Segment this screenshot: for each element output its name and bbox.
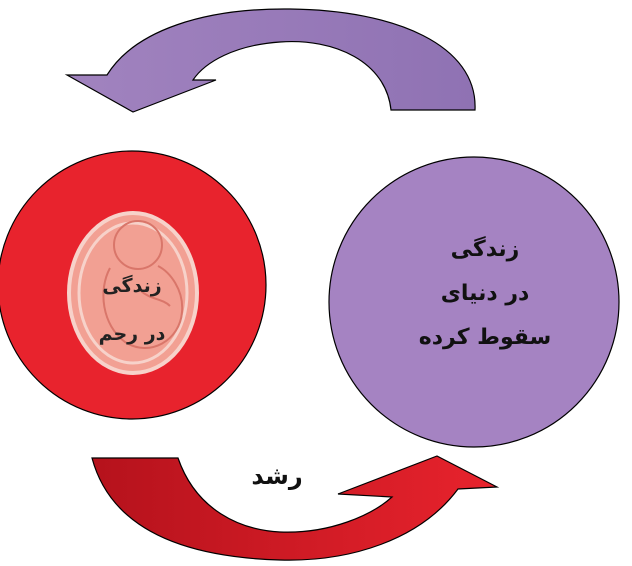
- left-line-2: در رحم: [98, 323, 166, 345]
- curved-arrow-right-icon: [91, 455, 500, 561]
- right-line-2: در دنیای: [440, 281, 530, 306]
- fallen-world-life-circle: [328, 156, 620, 448]
- embryo-icon: [67, 211, 199, 375]
- fallen-world-life-label: زندگی در دنیای سقوط کرده: [380, 228, 590, 360]
- left-line-1: زندگی: [102, 275, 162, 297]
- womb-life-label: زندگی در رحم: [72, 262, 192, 358]
- right-line-3: سقوط کرده: [418, 325, 552, 350]
- growth-label: رشد: [251, 462, 303, 490]
- right-line-1: زندگی: [450, 237, 520, 262]
- curved-arrow-left-icon: [64, 8, 476, 113]
